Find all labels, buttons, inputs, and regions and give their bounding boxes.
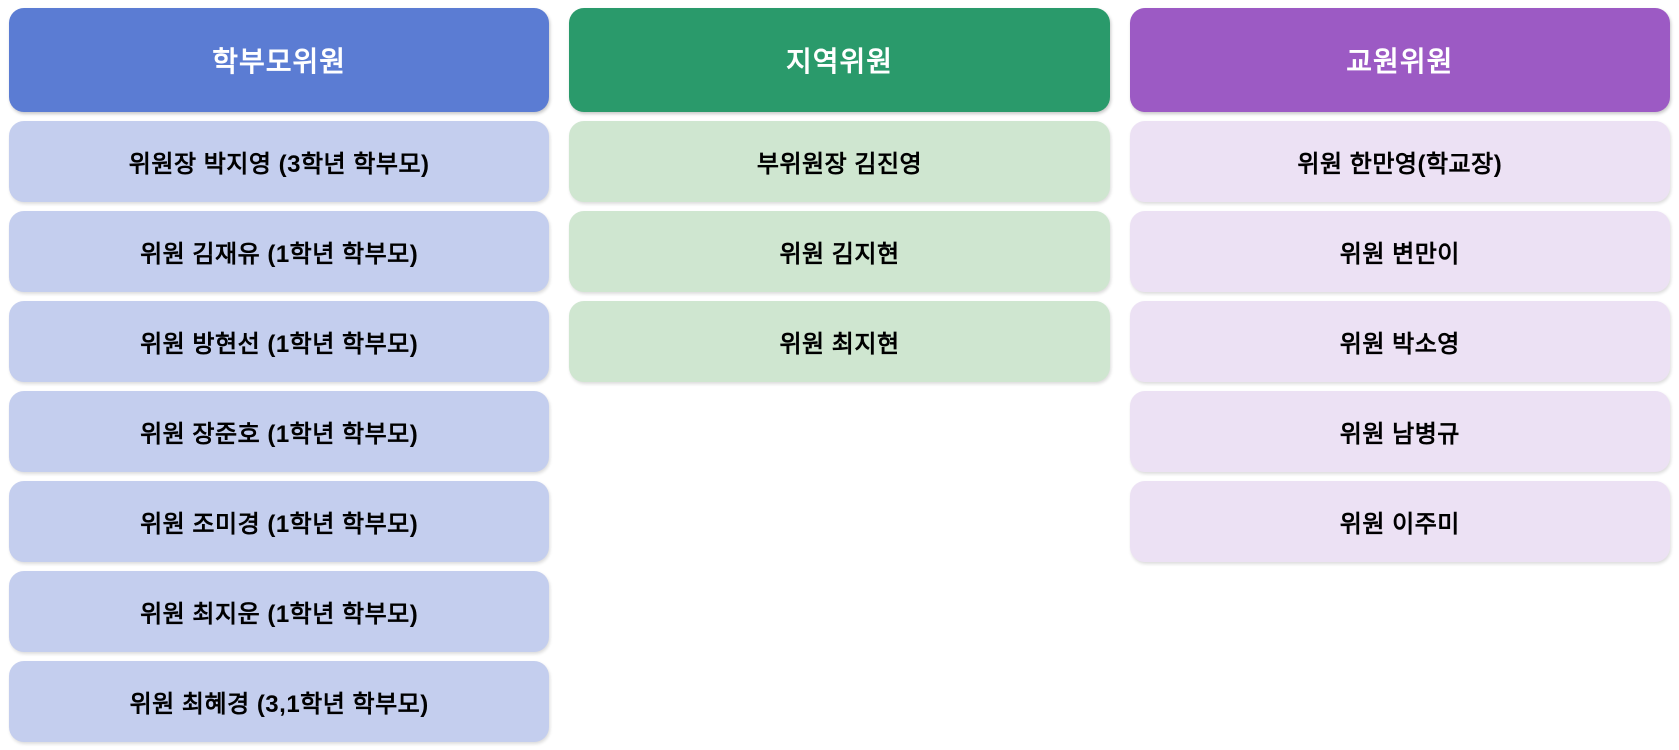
member-label: 위원 남병규 (1339, 421, 1460, 448)
member-label: 부위원장 김진영 (756, 151, 923, 178)
teacher-members-header-label: 교원위원 (1346, 46, 1454, 77)
member-item: 위원 최지현 (569, 301, 1110, 382)
member-label: 위원 최지운 (1학년 학부모) (140, 601, 419, 628)
parent-members-header: 학부모위원 (9, 8, 550, 112)
member-label: 위원 박소영 (1339, 331, 1460, 358)
member-item: 위원 최혜경 (3,1학년 학부모) (9, 661, 550, 742)
member-label: 위원 조미경 (1학년 학부모) (140, 511, 419, 538)
community-members-header: 지역위원 (569, 8, 1110, 112)
member-item: 위원장 박지영 (3학년 학부모) (9, 121, 550, 202)
member-label: 위원 변만이 (1339, 241, 1460, 268)
member-item: 위원 한만영(학교장) (1129, 121, 1670, 202)
member-label: 위원 방현선 (1학년 학부모) (140, 331, 419, 358)
parent-members-header-label: 학부모위원 (212, 46, 347, 77)
member-item: 위원 박소영 (1129, 301, 1670, 382)
member-item: 위원 장준호 (1학년 학부모) (9, 391, 550, 472)
column-community-members: 지역위원 부위원장 김진영 위원 김지현 위원 최지현 (569, 8, 1110, 382)
member-item: 위원 이주미 (1129, 481, 1670, 562)
member-label: 위원 김지현 (779, 241, 900, 268)
teacher-members-header: 교원위원 (1129, 8, 1670, 112)
member-label: 위원 최지현 (779, 331, 900, 358)
column-teacher-members: 교원위원 위원 한만영(학교장) 위원 변만이 위원 박소영 위원 남병규 위원… (1129, 8, 1670, 562)
member-label: 위원 이주미 (1339, 511, 1460, 538)
member-item: 위원 남병규 (1129, 391, 1670, 472)
member-item: 위원 방현선 (1학년 학부모) (9, 301, 550, 382)
member-item: 위원 변만이 (1129, 211, 1670, 292)
column-parent-members: 학부모위원 위원장 박지영 (3학년 학부모) 위원 김재유 (1학년 학부모)… (9, 8, 550, 742)
member-label: 위원장 박지영 (3학년 학부모) (128, 151, 430, 178)
member-item: 위원 김재유 (1학년 학부모) (9, 211, 550, 292)
member-item: 위원 최지운 (1학년 학부모) (9, 571, 550, 652)
community-members-header-label: 지역위원 (785, 46, 894, 77)
member-item: 부위원장 김진영 (569, 121, 1110, 202)
member-label: 위원 한만영(학교장) (1297, 151, 1503, 178)
member-item: 위원 조미경 (1학년 학부모) (9, 481, 550, 562)
member-label: 위원 김재유 (1학년 학부모) (140, 241, 419, 268)
member-label: 위원 최혜경 (3,1학년 학부모) (129, 691, 429, 718)
committee-roster-board: 학부모위원 위원장 박지영 (3학년 학부모) 위원 김재유 (1학년 학부모)… (9, 8, 1670, 742)
member-label: 위원 장준호 (1학년 학부모) (140, 421, 419, 448)
member-item: 위원 김지현 (569, 211, 1110, 292)
